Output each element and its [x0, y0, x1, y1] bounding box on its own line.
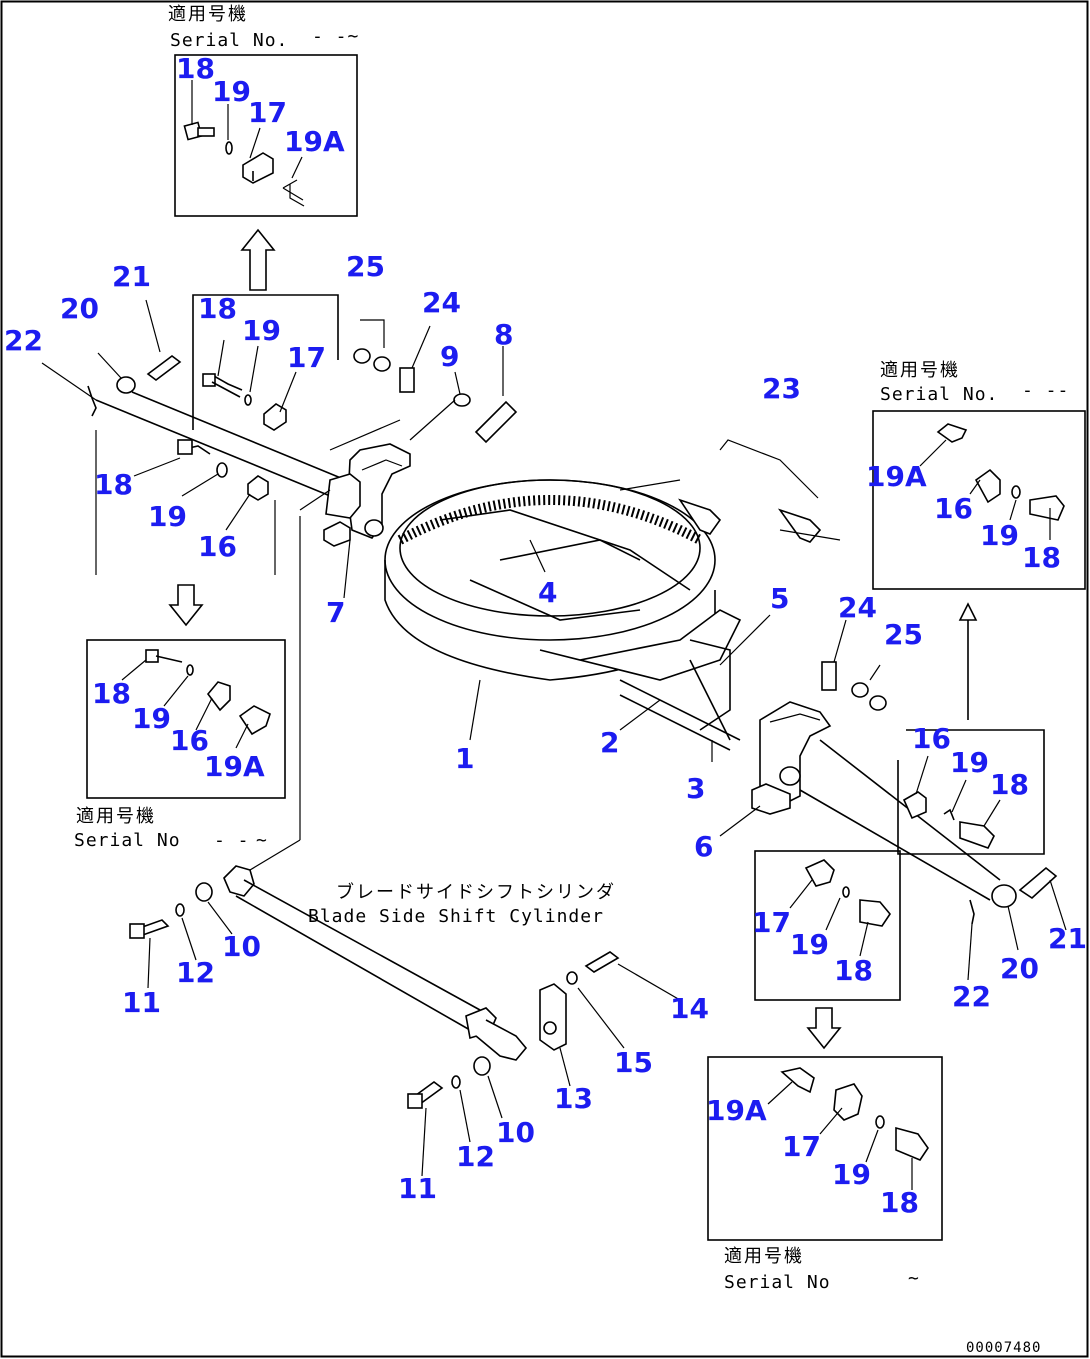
center-bracket-group: 25 24 9 8 7 — [249, 250, 518, 871]
callout-19A: 19A — [284, 125, 345, 158]
callout-8: 8 — [494, 318, 513, 351]
svg-text:Serial No: Serial No — [724, 1272, 831, 1293]
serial-label-jp: 適用号機 — [168, 4, 248, 25]
callout-24: 24 — [838, 591, 877, 624]
detail-group-left-upper: 18 19 17 — [192, 292, 339, 431]
right-bracket-group: 24 25 6 — [694, 591, 1001, 901]
callout-16: 16 — [170, 724, 209, 757]
callout-18: 18 — [1022, 541, 1061, 574]
callout-16: 16 — [934, 492, 973, 525]
callout-4: 4 — [538, 576, 557, 609]
detail-group-right-lower: 17 19 18 — [752, 850, 901, 1001]
callout-25: 25 — [346, 250, 385, 283]
cylinder-group: ブレードサイドシフトシリンダ Blade Side Shift Cylinder… — [122, 865, 709, 1205]
callout-19: 19 — [950, 746, 989, 779]
callout-18: 18 — [92, 677, 131, 710]
callout-21: 21 — [112, 260, 151, 293]
callout-17: 17 — [782, 1130, 821, 1163]
callout-17: 17 — [287, 341, 326, 374]
svg-text:適用号機: 適用号機 — [76, 806, 156, 827]
callout-21: 21 — [1048, 922, 1087, 955]
up-arrow-icon — [240, 228, 276, 291]
bolt-part — [183, 121, 215, 141]
callout-1: 1 — [455, 742, 474, 775]
callout-19A: 19A — [706, 1094, 767, 1127]
callout-23: 23 — [762, 372, 801, 405]
callout-20: 20 — [60, 292, 99, 325]
callout-18: 18 — [990, 768, 1029, 801]
serial-group-top-left: 適用号機 Serial No. - -~ 18 19 17 19A — [168, 4, 359, 217]
callout-2: 2 — [600, 726, 619, 759]
callout-18: 18 — [880, 1186, 919, 1219]
callout-10: 10 — [496, 1116, 535, 1149]
callout-18: 18 — [94, 468, 133, 501]
callout-19: 19 — [148, 500, 187, 533]
callout-5: 5 — [770, 582, 789, 615]
callout-24: 24 — [422, 286, 461, 319]
callout-19: 19 — [980, 519, 1019, 552]
callout-22: 22 — [952, 980, 991, 1013]
svg-text:Serial No: Serial No — [74, 830, 181, 851]
callout-11: 11 — [122, 986, 161, 1019]
right-arm-group: 21 20 22 — [952, 866, 1087, 1013]
callout-12: 12 — [176, 956, 215, 989]
detail-box — [174, 54, 358, 217]
callout-19: 19 — [790, 928, 829, 961]
cylinder-label-en: Blade Side Shift Cylinder — [308, 906, 604, 927]
serial-label-en: Serial No. — [170, 30, 288, 51]
detail-group-right-middle: 16 19 18 — [897, 722, 1045, 855]
callout-18: 18 — [176, 52, 215, 85]
up-arrow-icon — [958, 602, 978, 720]
circle-frame-group: 1 2 3 4 5 — [384, 479, 789, 805]
svg-text:- --: - -- — [1022, 380, 1069, 401]
callout-18: 18 — [198, 292, 237, 325]
washer-part — [225, 141, 233, 155]
cylinder-label-jp: ブレードサイドシフトシリンダ — [336, 881, 616, 903]
svg-text:~: ~ — [256, 830, 268, 851]
callout-19A: 19A — [866, 460, 927, 493]
callout-9: 9 — [440, 340, 459, 373]
callout-25: 25 — [884, 618, 923, 651]
svg-text:- -~: - -~ — [312, 26, 359, 47]
svg-text:適用号機: 適用号機 — [880, 360, 960, 381]
callout-20: 20 — [1000, 952, 1039, 985]
callout-22: 22 — [4, 324, 43, 357]
callout-6: 6 — [694, 830, 713, 863]
callout-17: 17 — [248, 96, 287, 129]
plate-part — [282, 179, 305, 207]
callout-13: 13 — [554, 1082, 593, 1115]
down-arrow-icon — [168, 584, 204, 627]
callout-18: 18 — [834, 954, 873, 987]
callout-17: 17 — [752, 906, 791, 939]
drawing-number: 00007480 — [966, 1340, 1041, 1356]
down-arrow-icon — [806, 1007, 842, 1050]
callout-11: 11 — [398, 1172, 437, 1205]
serial-group-bottom-right: 19A 17 19 18 適用号機 Serial No ~ — [706, 1056, 943, 1293]
callout-19: 19 — [132, 702, 171, 735]
callout-16: 16 — [912, 722, 951, 755]
svg-text:- -: - - — [214, 830, 250, 851]
plate-part — [242, 152, 274, 184]
svg-text:~: ~ — [908, 1268, 920, 1289]
callout-19: 19 — [242, 314, 281, 347]
callout-10: 10 — [222, 930, 261, 963]
serial-group-left: 18 19 16 19A 適用号機 Serial No - - ~ — [74, 639, 286, 851]
callout-7: 7 — [326, 596, 345, 629]
callout-12: 12 — [456, 1140, 495, 1173]
callout-19: 19 — [212, 75, 251, 108]
callout-19A: 19A — [204, 750, 265, 783]
left-arm-group: 22 20 21 18 19 16 — [4, 260, 371, 575]
bolt-group-23: 23 — [619, 372, 841, 543]
callout-14: 14 — [670, 992, 709, 1025]
svg-text:適用号機: 適用号機 — [724, 1246, 804, 1267]
callout-3: 3 — [686, 772, 705, 805]
svg-text:Serial No.: Serial No. — [880, 384, 998, 405]
callout-19: 19 — [832, 1158, 871, 1191]
serial-group-right: 適用号機 Serial No. - -- 19A 16 19 18 — [866, 360, 1086, 590]
callout-15: 15 — [614, 1046, 653, 1079]
callout-16: 16 — [198, 530, 237, 563]
